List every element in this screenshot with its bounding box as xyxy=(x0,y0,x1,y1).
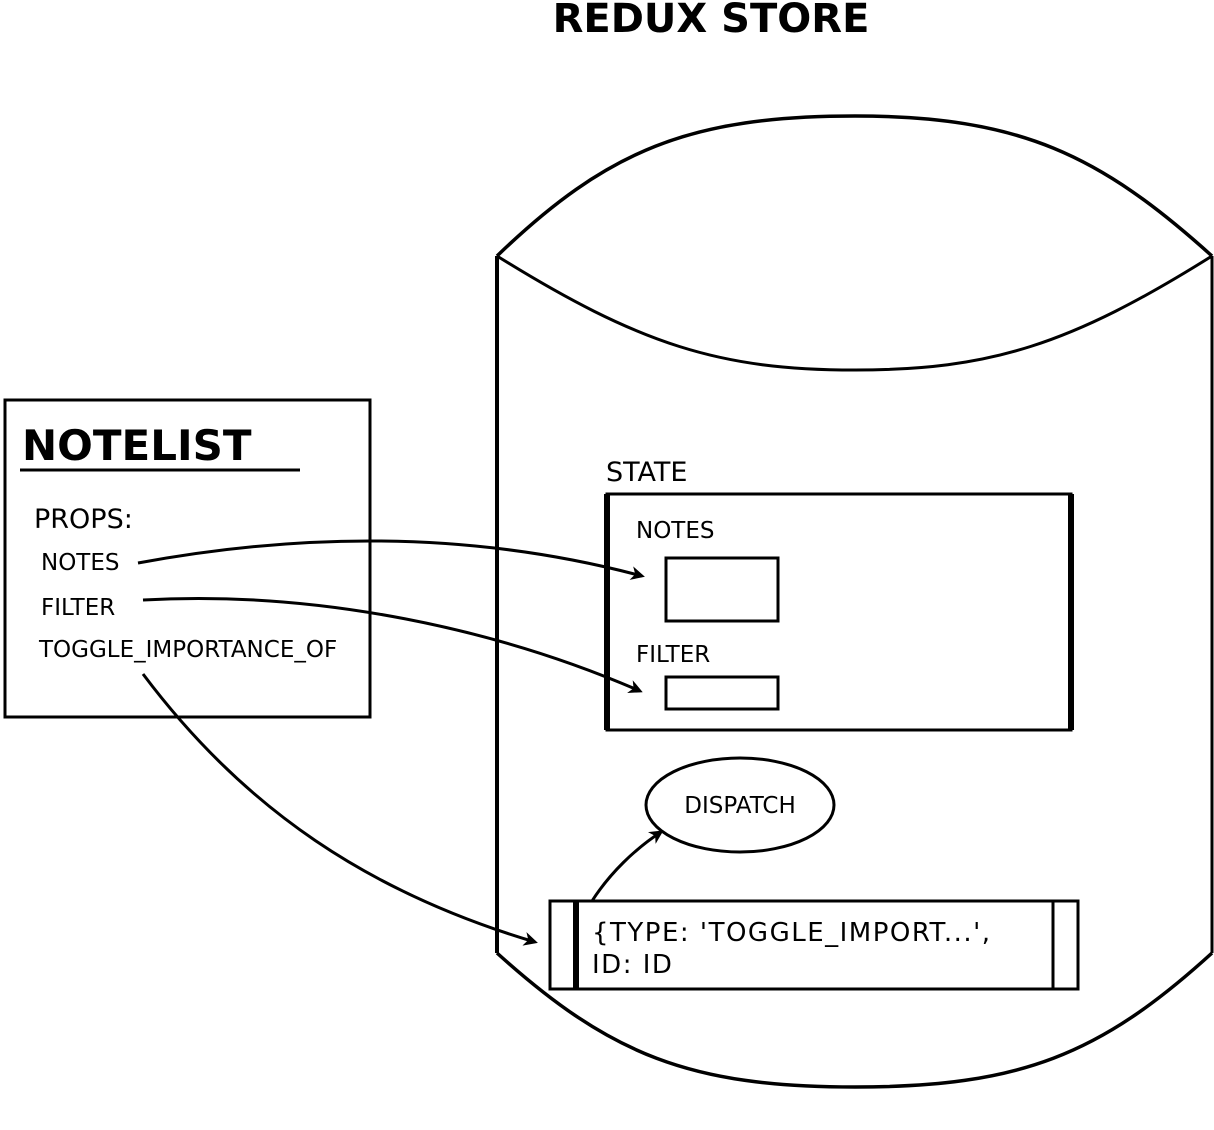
dispatch-label: DISPATCH xyxy=(684,793,796,819)
arrow-action-to-dispatch xyxy=(590,830,664,902)
prop-notes: NOTES xyxy=(41,550,120,576)
action-object: {TYPE: 'TOGGLE_IMPORT...', ID: ID xyxy=(548,899,1080,991)
notelist-box xyxy=(3,398,372,719)
connectors xyxy=(137,539,664,946)
prop-toggle-importance-of: TOGGLE_IMPORTANCE_OF xyxy=(38,637,337,663)
state-label: STATE xyxy=(606,457,687,488)
state-container: STATE NOTES FILTER xyxy=(604,457,1074,732)
props-label: PROPS: xyxy=(34,504,133,535)
notelist-component: NOTELIST PROPS: NOTES FILTER TOGGLE_IMPO… xyxy=(3,398,372,719)
store-cylinder xyxy=(495,114,1214,1089)
prop-filter: FILTER xyxy=(41,595,115,621)
cylinder-top-edge xyxy=(495,114,1214,258)
action-box xyxy=(548,899,1080,991)
state-filter-slot xyxy=(664,675,780,711)
action-line-1: {TYPE: 'TOGGLE_IMPORT...', xyxy=(592,918,992,948)
cylinder-bottom-edge xyxy=(495,951,1214,1089)
arrow-filter-to-state xyxy=(142,597,643,694)
diagram-title: REDUX STORE xyxy=(553,0,870,42)
action-line-2: ID: ID xyxy=(592,950,673,980)
state-filter-label: FILTER xyxy=(636,642,710,668)
arrow-notes-to-state xyxy=(137,539,645,580)
state-notes-slot xyxy=(664,556,780,623)
arrow-toggle-to-action xyxy=(141,673,538,946)
dispatch-node: DISPATCH xyxy=(644,756,836,854)
cylinder-front-rim xyxy=(496,254,1213,372)
notelist-title: NOTELIST xyxy=(22,421,252,470)
state-notes-label: NOTES xyxy=(636,518,715,544)
dispatch-ellipse xyxy=(644,756,836,854)
